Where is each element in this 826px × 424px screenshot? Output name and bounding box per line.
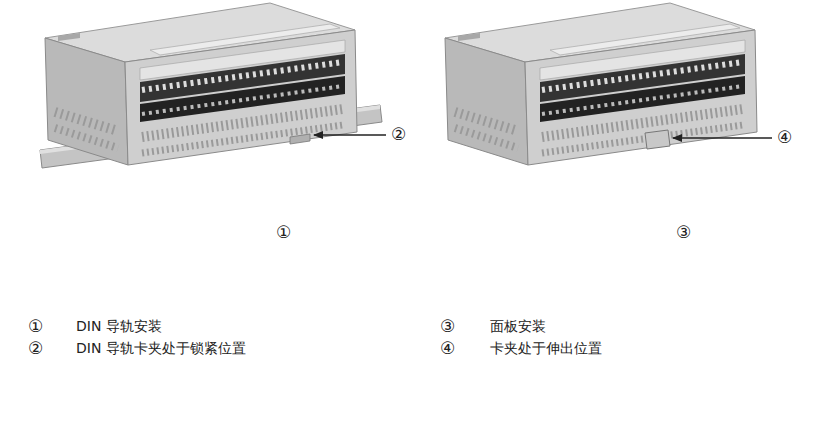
din-clip-locked [290,134,310,144]
callout-number: ① [276,222,291,242]
legend-number: ③ [440,316,455,336]
callout-number: ② [391,124,406,144]
legend-number: ④ [440,338,455,358]
legend-text: 卡夹处于伸出位置 [490,340,602,357]
legend-text: DIN 导轨卡夹处于锁紧位置 [76,340,246,357]
legend-number: ① [28,316,43,336]
leader-arrow [673,137,772,139]
din-clip-extended [645,130,670,149]
callout-number: ④ [777,127,792,147]
legend-text: 面板安装 [490,318,546,335]
plc-device-rail [45,3,357,165]
callout-number: ③ [676,222,691,242]
legend-number: ② [28,338,43,358]
leader-arrow [314,134,386,136]
legend-text: DIN 导轨安装 [76,318,162,335]
plc-device-panel [445,3,757,165]
